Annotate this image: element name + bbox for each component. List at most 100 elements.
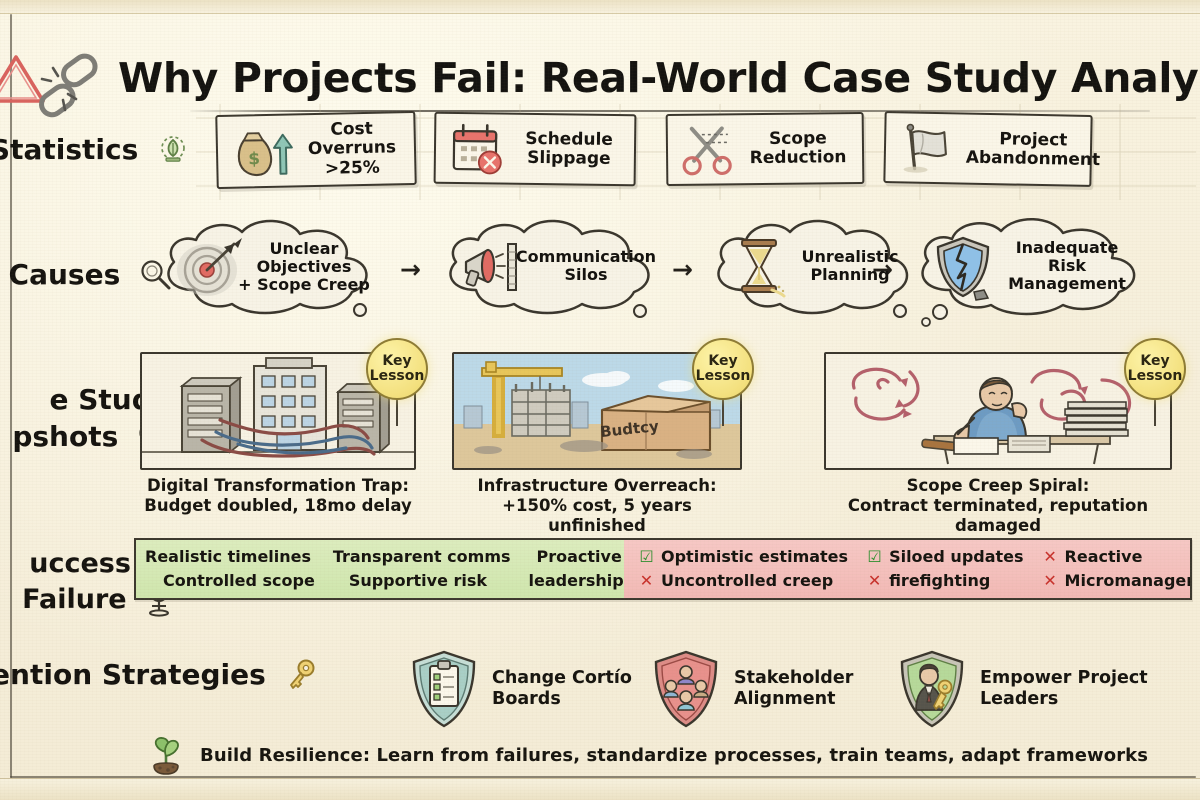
cause-cloud-inadequate-risk-management[interactable]: Inadequate Risk Management <box>900 210 1160 327</box>
paper-bottom-edge <box>0 778 1200 800</box>
stat-card-label: Scope Reduction <box>746 128 850 168</box>
cause-arrow-1: → <box>400 255 421 284</box>
key-lesson-line1: Key <box>382 353 412 370</box>
cause-cloud-label: Unrealistic Planning <box>801 247 898 284</box>
cross-icon: ✕ <box>1043 547 1057 566</box>
case-study-digital-transformation[interactable]: Key Lesson Digital Transformation Trap: … <box>140 338 440 515</box>
band-item: Controlled scope <box>145 569 315 593</box>
prevention-line-2: Alignment <box>734 689 836 709</box>
band-text: leadership <box>528 571 624 590</box>
paper-top-edge <box>0 0 1200 14</box>
stat-card-cost-overruns[interactable]: $ Cost Overruns >25% <box>215 110 417 190</box>
band-item: Proactive <box>529 545 624 569</box>
row-label-text-line2: Failure <box>22 584 127 616</box>
band-item: leadership <box>529 569 624 593</box>
case-caption-line1: Digital Transformation Trap: <box>147 476 409 495</box>
stat-card-scope-reduction[interactable]: Scope Reduction <box>665 111 865 187</box>
case-study-scope-creep-spiral[interactable]: Key Lesson Scope Creep Spiral: Contract … <box>824 338 1190 535</box>
cause-line-2: Silos <box>564 265 608 284</box>
band-item: ✕ Uncontrolled creep <box>638 569 848 593</box>
cause-line-3: + Scope Creep <box>238 275 370 295</box>
band-success-col-1: Realistic timelines Controlled scope <box>136 540 324 598</box>
stat-line-2: Slippage <box>527 147 611 169</box>
frame-left-line <box>10 14 12 778</box>
prevention-line-2: Boards <box>492 689 561 709</box>
cause-cloud-unclear-objectives[interactable]: Unclear Objectives + Scope Creep <box>148 212 388 320</box>
row-label-text: re Statistics <box>0 132 139 166</box>
stat-line-2: Abandonment <box>965 147 1101 171</box>
band-item: ✕ Reactive <box>1042 545 1190 569</box>
band-failure-col-3: ✕ Reactive ✕ Micromanagement <box>1033 540 1190 598</box>
stat-card-label: Schedule Slippage <box>516 129 622 169</box>
checkbox-checked-icon: ☑ <box>639 547 654 566</box>
row-label-text: t Causes <box>0 257 121 291</box>
cause-cloud-communication-silos[interactable]: Communication Silos <box>430 212 668 320</box>
shield-clipboard-icon <box>408 648 480 730</box>
cause-cloud-unrealistic-planning[interactable]: Unrealistic Planning <box>700 212 926 320</box>
prevention-stakeholder-alignment[interactable]: Stakeholder Alignment <box>650 648 853 730</box>
shield-leader-key-icon <box>896 648 968 730</box>
stat-card-label: Cost Overruns >25% <box>301 119 402 179</box>
row-label-text: revention Strategies <box>0 657 266 691</box>
page-title: Why Projects Fail: Real-World Case Study… <box>118 54 1200 102</box>
stat-card-label: Project Abandonment <box>965 129 1101 171</box>
key-lesson-badge[interactable]: Key Lesson <box>1124 338 1186 400</box>
checkbox-checked-icon: ☑ <box>867 547 882 566</box>
band-text: firefighting <box>889 571 991 590</box>
shield-people-icon <box>650 648 722 730</box>
cause-line-1: Unclear <box>269 238 339 258</box>
case-study-caption: Infrastructure Overreach: +150% cost, 5 … <box>452 476 742 536</box>
footer-text: Build Resilience: Learn from failures, s… <box>200 744 1149 766</box>
prevention-change-control-boards[interactable]: Change Cortío Boards <box>408 648 632 730</box>
frame-bottom-line <box>10 776 1196 778</box>
case-study-caption: Scope Creep Spiral: Contract terminated,… <box>824 476 1172 536</box>
key-icon <box>284 658 318 692</box>
cause-arrow-2: → <box>672 255 693 284</box>
band-success-col-2: Transparent comms Supportive risk <box>324 540 520 598</box>
row-label-root-causes: t Causes <box>0 258 172 292</box>
key-lesson-badge[interactable]: Key Lesson <box>692 338 754 400</box>
prevention-empower-project-leaders[interactable]: Empower Project Leaders <box>896 648 1148 730</box>
band-failure-col-1: ☑ Optimistic estimates ✕ Uncontrolled cr… <box>624 540 857 598</box>
key-lesson-line1: Key <box>708 353 738 370</box>
band-text: Realistic timelines <box>145 547 312 566</box>
title-underline <box>190 110 1150 112</box>
band-text: Optimistic estimates <box>661 547 849 566</box>
band-success-col-3: Proactive leadership <box>520 540 633 598</box>
band-success-half: Realistic timelines Controlled scope Tra… <box>136 540 624 598</box>
calendar-cross-icon <box>448 121 507 176</box>
band-text: Controlled scope <box>163 571 315 590</box>
prevention-line-1: Empower Project <box>980 668 1148 689</box>
target-arrow-icon <box>174 234 246 300</box>
white-flag-icon <box>897 120 956 175</box>
case-caption-line2: +150% cost, 5 years unfinished <box>502 496 692 536</box>
cross-icon: ✕ <box>1043 571 1057 590</box>
stat-line-3: >25% <box>324 157 381 179</box>
title-row: Why Projects Fail: Real-World Case Study… <box>0 24 1200 118</box>
cracked-shield-icon <box>932 234 994 301</box>
case-study-infrastructure-overreach[interactable]: Budtcy Key Lesson Infrastructure Overrea… <box>452 338 762 535</box>
row-label-prevention-strategies: revention Strategies <box>0 657 315 692</box>
case-caption-line1: Infrastructure Overreach: <box>477 476 717 495</box>
stat-card-project-abandonment[interactable]: Project Abandonment <box>883 111 1100 187</box>
band-item: ☑ Optimistic estimates <box>638 545 848 569</box>
case-study-frame <box>824 352 1172 470</box>
band-failure-col-2: ☑ Siloed updates ✕ firefighting <box>857 540 1032 598</box>
prevention-label: Stakeholder Alignment <box>734 668 853 709</box>
prevention-line-2: Leaders <box>980 689 1059 709</box>
band-item: ✕ firefighting <box>866 569 1023 593</box>
row-label-text-line2: pshots <box>12 420 119 454</box>
band-failure-half: ☑ Optimistic estimates ✕ Uncontrolled cr… <box>624 540 1190 598</box>
band-item: ☑ Siloed updates <box>866 545 1023 569</box>
case-caption-line2: Budget doubled, 18mo delay <box>144 496 412 516</box>
case-study-caption: Digital Transformation Trap: Budget doub… <box>140 476 416 516</box>
key-lesson-stem <box>1154 392 1157 426</box>
key-lesson-stem <box>396 392 399 426</box>
prevention-line-1: Stakeholder <box>734 668 854 689</box>
band-item: Realistic timelines <box>145 545 315 569</box>
key-lesson-badge[interactable]: Key Lesson <box>366 338 428 400</box>
warning-triangle-icon <box>0 52 46 106</box>
prevention-label: Change Cortío Boards <box>492 668 632 709</box>
stat-card-schedule-slippage[interactable]: Schedule Slippage <box>433 111 637 187</box>
